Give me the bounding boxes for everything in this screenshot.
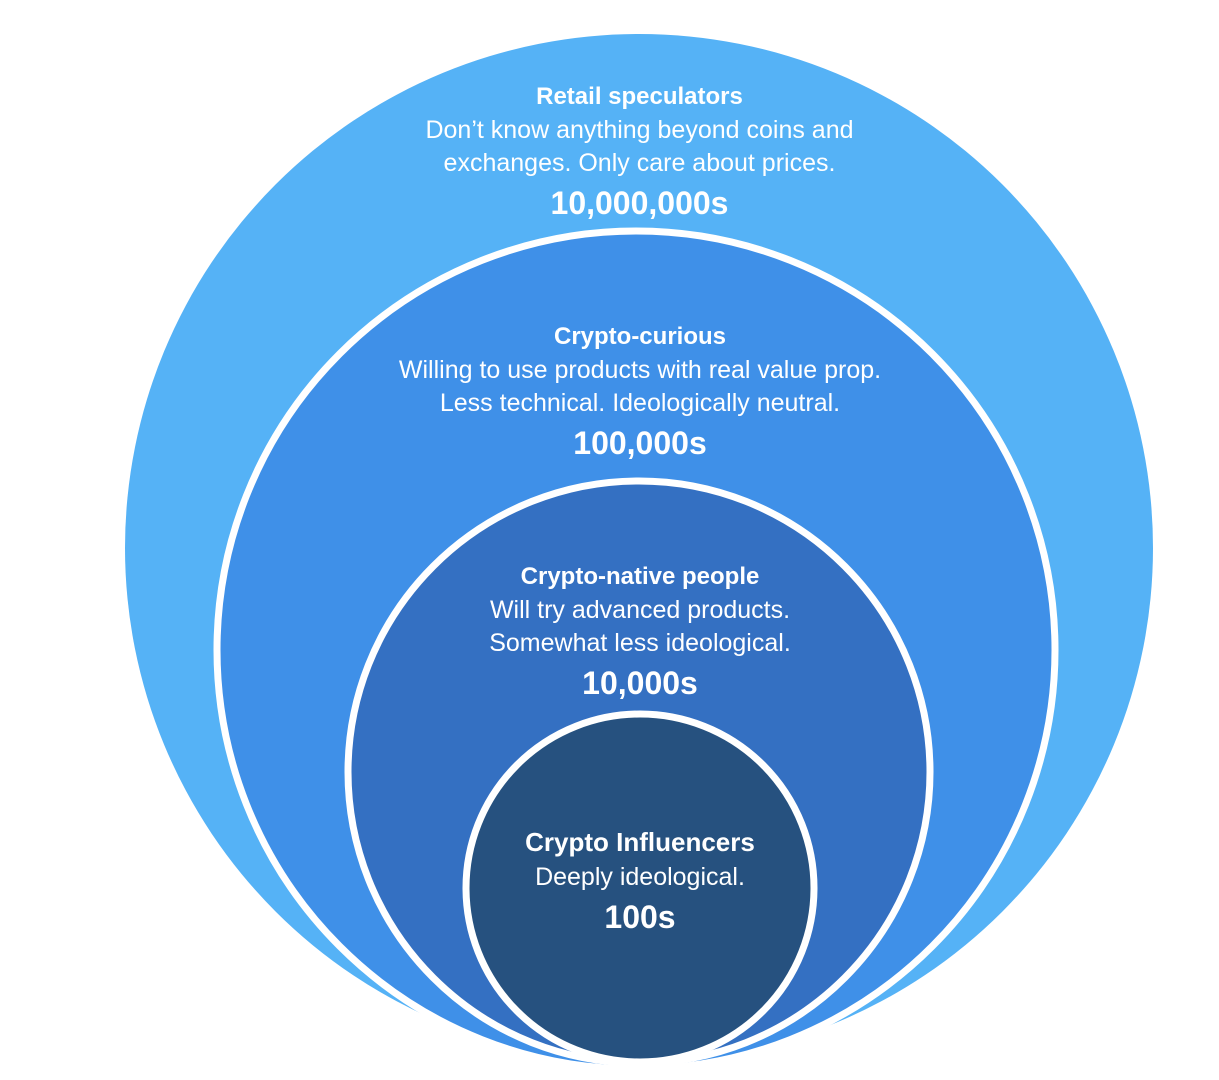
layer-description: Somewhat less ideological. (489, 629, 791, 657)
layer-crypto-native: Crypto-native people Will try advanced p… (0, 560, 1219, 704)
layer-title: Crypto-native people (520, 563, 760, 590)
layer-description: Deeply ideological. (535, 863, 745, 891)
layer-title: Retail speculators (536, 83, 743, 110)
layer-count: 10,000,000s (550, 185, 729, 221)
layer-title: Crypto-curious (553, 323, 726, 350)
layer-crypto-curious: Crypto-curious Willing to use products w… (0, 320, 1219, 464)
circle-crypto-influencers (462, 710, 818, 1066)
layer-retail-speculators: Retail speculators Don’t know anything b… (0, 80, 1219, 224)
layer-count: 10,000s (582, 665, 698, 701)
layer-count: 100s (604, 899, 676, 935)
layer-title: Crypto Influencers (525, 827, 755, 857)
layer-crypto-influencers: Crypto Influencers Deeply ideological. 1… (0, 825, 1219, 938)
layer-description: Don’t know anything beyond coins and (425, 116, 854, 144)
layer-count: 100,000s (573, 425, 707, 461)
layer-description: Willing to use products with real value … (398, 356, 882, 384)
layer-description: exchanges. Only care about prices. (443, 149, 836, 177)
layer-description: Will try advanced products. (489, 596, 791, 624)
layer-description: Less technical. Ideologically neutral. (439, 389, 841, 417)
